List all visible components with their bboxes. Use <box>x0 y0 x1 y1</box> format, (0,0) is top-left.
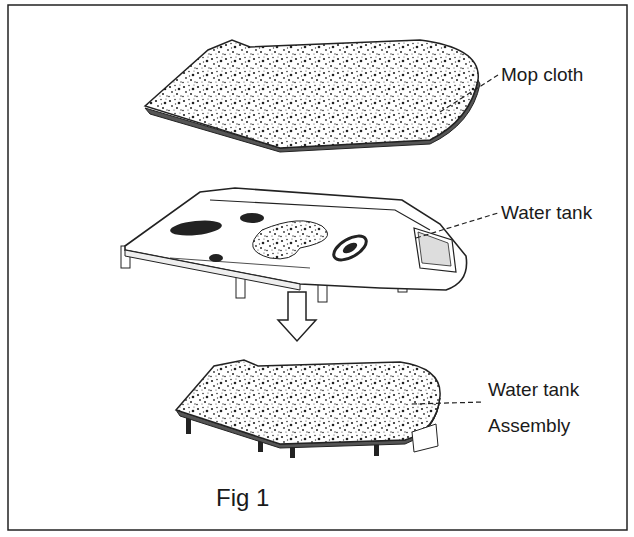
part-label: Mop cloth <box>501 62 626 88</box>
leader-line <box>440 75 498 112</box>
figure-frame <box>8 5 627 530</box>
assembly-arrow <box>278 292 316 341</box>
water-tank-drawing <box>121 188 467 302</box>
leader-line <box>412 402 484 404</box>
part-label: Water tank <box>501 200 626 226</box>
water-tank-assembly-drawing <box>176 360 440 458</box>
mop-cloth-drawing <box>145 40 480 152</box>
part-label: Water tank Assembly <box>488 372 606 444</box>
leader-line <box>416 213 498 238</box>
figure-caption: Fig 1 <box>216 484 269 512</box>
